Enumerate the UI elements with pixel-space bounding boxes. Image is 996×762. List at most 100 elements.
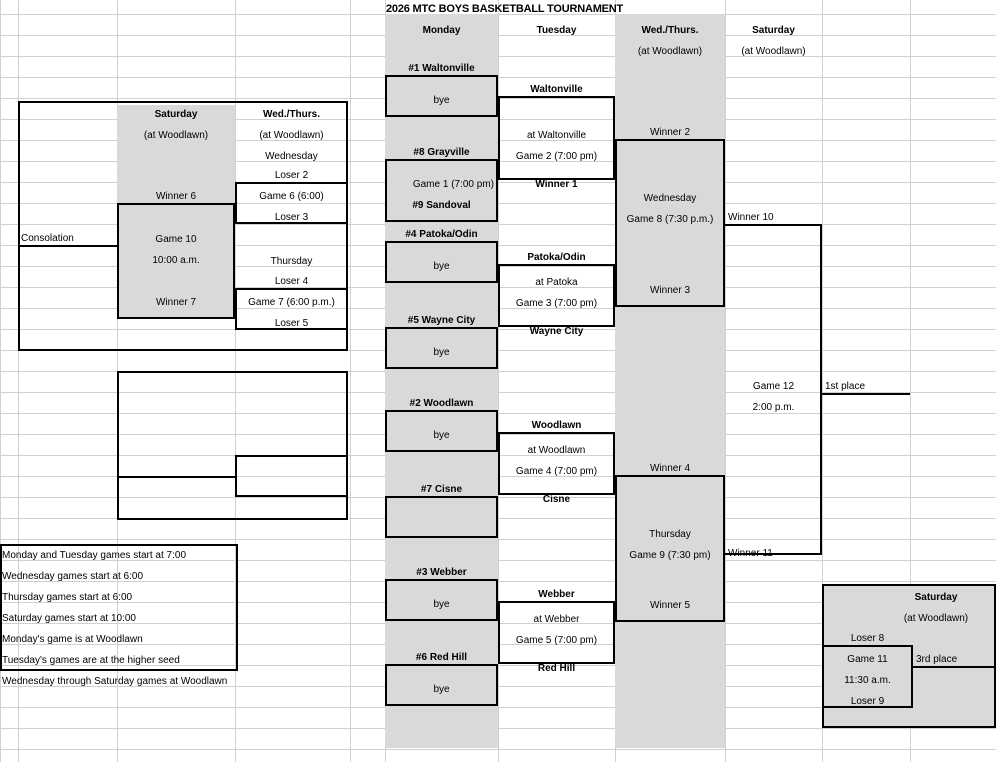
note-item: Tuesday's games are at the higher seed (2, 655, 180, 666)
round2-winner-top: Woodlawn (531, 420, 582, 431)
note-item: Monday's game is at Woodlawn (2, 634, 143, 645)
round1-bye-label: bye (433, 599, 450, 610)
thirdplace-game-box (822, 645, 913, 708)
thirdplace-result-underline (913, 666, 996, 668)
semifinal-bottom-feeder: Winner 3 (649, 285, 690, 296)
shade-consolation-saturday (117, 105, 235, 318)
gridline-v (0, 0, 1, 762)
final-box (725, 224, 822, 555)
round1-bye-label: bye (433, 95, 450, 106)
note-item: Thursday games start at 6:00 (2, 592, 133, 603)
thirdplace-saturday-venue: (at Woodlawn) (903, 613, 969, 624)
note-item: Monday and Tuesday games start at 7:00 (2, 550, 186, 561)
consolation-game10-top: Winner 6 (155, 191, 196, 202)
page-title: 2026 MTC BOYS BASKETBALL TOURNAMENT (386, 3, 624, 15)
semifinal-game-label: Game 8 (7:30 p.m.) (626, 214, 714, 225)
round1-seed: #3 Webber (416, 567, 467, 578)
round2-venue: at Waltonville (526, 130, 587, 141)
semifinal-game-label: Game 9 (7:30 pm) (629, 550, 711, 561)
gridline-v (498, 0, 499, 762)
shade-monday-column (385, 14, 498, 748)
semifinal-top-feeder: Winner 4 (649, 463, 690, 474)
semifinal-day: Wednesday (643, 193, 697, 204)
thirdplace-bottom-feeder: Loser 9 (850, 696, 885, 707)
final-bottom-feeder: Winner 11 (728, 548, 773, 559)
consolation-label-underline (18, 245, 118, 247)
header-saturday: Saturday (752, 25, 795, 36)
round2-winner-top: Webber (538, 589, 575, 600)
consolation-empty-outer-box (117, 371, 348, 520)
consolation-game6-box (235, 182, 348, 224)
consolation-label: Consolation (21, 233, 74, 244)
consolation-game10-time: 10:00 a.m. (152, 255, 200, 266)
semifinal-day: Thursday (649, 529, 691, 540)
consolation-game10-box (117, 203, 235, 319)
gridline-v (18, 0, 19, 762)
round1-box (385, 410, 498, 452)
thirdplace-top-feeder: Loser 8 (850, 633, 885, 644)
consolation-game10-name: Game 10 (155, 234, 197, 245)
thirdplace-saturday-header: Saturday (914, 592, 958, 603)
round2-box (498, 432, 615, 495)
note-item: Wednesday through Saturday games at Wood… (2, 676, 228, 687)
final-result-label: 1st place (825, 381, 866, 392)
round2-game-label: Game 3 (7:00 pm) (515, 298, 598, 309)
header-monday: Monday (422, 25, 461, 36)
gridline-v (350, 0, 351, 762)
round2-game-label: Game 2 (7:00 pm) (515, 151, 598, 162)
round1-seed: #7 Cisne (420, 484, 463, 495)
consolation-game6-top: Loser 2 (274, 170, 309, 181)
consolation-game7-day: Thursday (270, 256, 313, 267)
semifinal-box (615, 139, 725, 307)
round2-venue: at Webber (533, 614, 580, 625)
round2-winner-bottom: Red Hill (537, 663, 576, 674)
note-item: Wednesday games start at 6:00 (2, 571, 144, 582)
header-saturday-venue: (at Woodlawn) (741, 46, 806, 57)
final-game-time: 2:00 p.m. (752, 402, 795, 413)
consolation-game7-box (235, 288, 348, 330)
round2-winner-bottom: Winner 1 (535, 179, 578, 190)
consolation-saturday-header: Saturday (154, 109, 198, 120)
round1-bye-label: bye (433, 261, 450, 272)
round2-game-label: Game 4 (7:00 pm) (515, 466, 598, 477)
round2-venue: at Patoka (535, 277, 578, 288)
notes-box (0, 544, 238, 671)
header-wed-thurs: Wed./Thurs. (641, 25, 699, 36)
shade-thirdplace-block (822, 585, 996, 727)
header-tuesday: Tuesday (536, 25, 577, 36)
shade-wedthurs-column (615, 14, 725, 748)
consolation-game7-name: Game 7 (6:00 p.m.) (248, 297, 335, 308)
round1-box (385, 159, 498, 222)
final-top-feeder: Winner 10 (728, 212, 774, 223)
consolation-wedthurs-header: Wed./Thurs. (262, 109, 321, 120)
round1-seed: #1 Waltonville (408, 63, 475, 74)
gridline-v (910, 0, 911, 762)
consolation-wedthurs-venue: (at Woodlawn) (259, 130, 324, 141)
round1-seed: #4 Patoka/Odin (405, 229, 478, 240)
semifinal-box (615, 475, 725, 622)
consolation-game7-top: Loser 4 (274, 276, 309, 287)
round1-bye-label: bye (433, 347, 450, 358)
gridline-v (725, 0, 726, 762)
final-game-name: Game 12 (752, 381, 795, 392)
round2-game-label: Game 5 (7:00 pm) (515, 635, 598, 646)
round1-box (385, 664, 498, 706)
semifinal-bottom-feeder: Winner 5 (649, 600, 690, 611)
round1-seed: #8 Grayville (413, 147, 470, 158)
gridline-v (235, 0, 236, 762)
round2-box (498, 264, 615, 327)
round1-bye-label: bye (433, 684, 450, 695)
thirdplace-game-time: 11:30 a.m. (844, 675, 891, 686)
round2-winner-top: Patoka/Odin (527, 252, 586, 263)
round1-box (385, 75, 498, 117)
consolation-game10-bottom: Winner 7 (155, 297, 196, 308)
consolation-saturday-venue: (at Woodlawn) (143, 130, 209, 141)
round1-seed: #5 Wayne City (407, 315, 476, 326)
consolation-game6-day: Wednesday (265, 151, 318, 162)
consolation-game6-bottom: Loser 3 (274, 212, 309, 223)
round2-box (498, 96, 615, 180)
thirdplace-result-label: 3rd place (916, 654, 958, 665)
round1-box (385, 327, 498, 369)
thirdplace-game-name: Game 11 (847, 654, 888, 665)
